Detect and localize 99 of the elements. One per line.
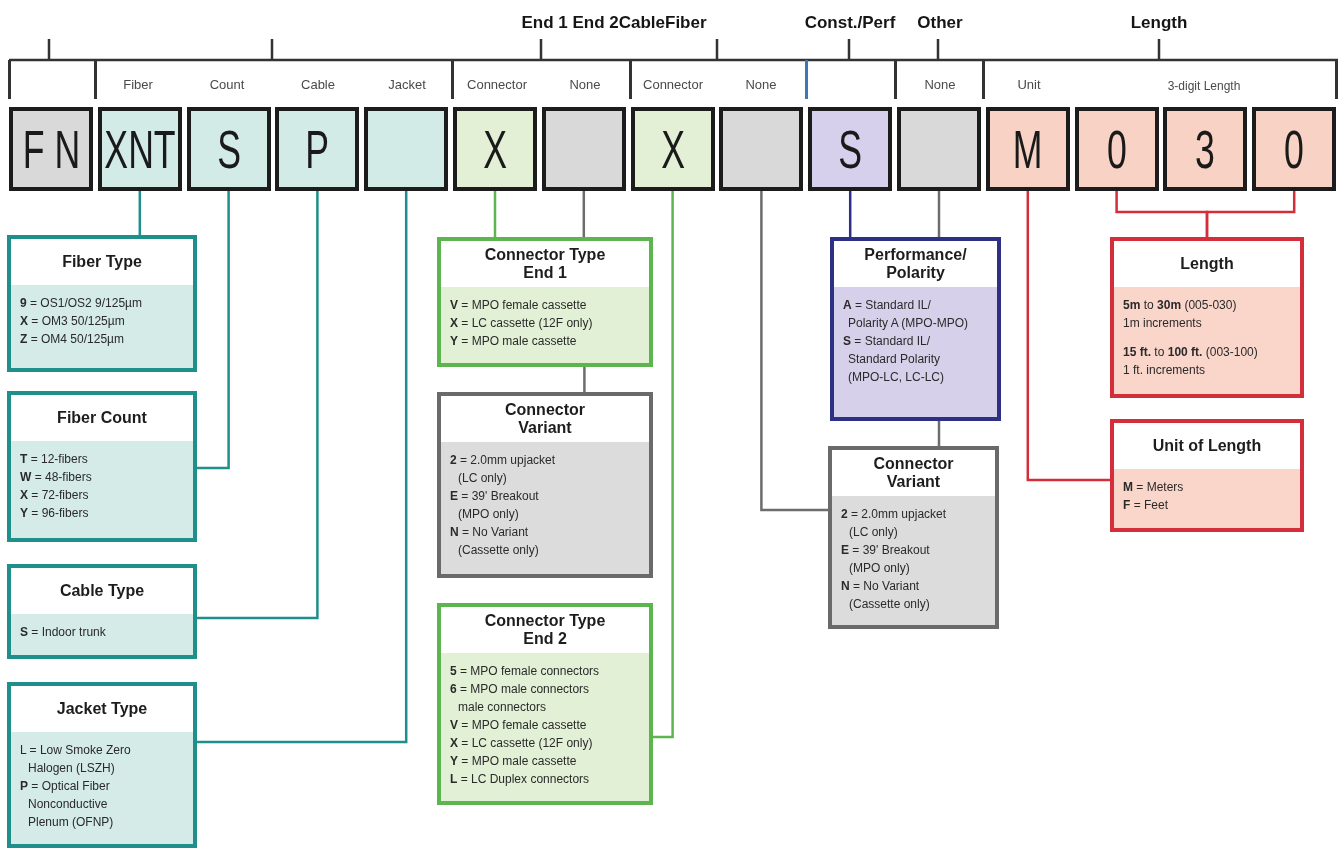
option-line: P = Optical Fiber Nonconductive Plenum (OFNP) (20, 778, 115, 831)
option-card (1110, 237, 1304, 398)
connector-line (848, 191, 852, 237)
option-line: E = 39' Breakout (MPO only) (841, 542, 931, 577)
field-label: None (924, 77, 956, 93)
option-line: A = Standard IL/ Polarity A (MPO-MPO) (843, 297, 970, 332)
field-label: Connector (467, 77, 527, 93)
option-line: Y = 96-fibers (20, 505, 89, 522)
option-line: F = Feet (1123, 497, 1169, 514)
code-segment (541, 107, 626, 191)
option-line: V = MPO female cassette (450, 717, 587, 734)
option-line: Y = MPO male cassette (450, 333, 577, 350)
option-line: X = LC cassette (12F only) (450, 315, 593, 332)
option-line: Y = MPO male cassette (450, 753, 577, 770)
option-line: N = No Variant (Cassette only) (450, 524, 540, 559)
connector-line (197, 191, 319, 620)
code-segment (897, 107, 981, 191)
option-card (7, 391, 197, 542)
field-label: Count (209, 77, 245, 93)
option-line: L = Low Smoke Zero Halogen (LSZH) (20, 742, 132, 777)
field-label: Unit (1017, 77, 1041, 93)
code-segment: 0 (1074, 107, 1159, 191)
code-segment: M (985, 107, 1070, 191)
option-line: L = LC Duplex connectors (450, 771, 590, 788)
option-card (7, 564, 197, 659)
option-card (7, 682, 197, 848)
option-card (7, 235, 197, 372)
option-line: E = 39' Breakout (MPO only) (450, 488, 540, 523)
card-title: Connector Variant (441, 396, 649, 442)
option-line: 5 = MPO female connectors (450, 663, 600, 680)
option-line: V = MPO female cassette (450, 297, 587, 314)
section-heading: Length (1130, 13, 1188, 34)
field-label: Connector (643, 77, 703, 93)
field-label: Fiber (123, 77, 153, 93)
connector-line (493, 191, 497, 237)
card-title: Performance/ Polarity (834, 241, 997, 287)
option-card (437, 603, 653, 805)
option-card (437, 392, 653, 578)
option-line: X = OM3 50/125µm (20, 313, 125, 330)
section-heading: Other (917, 13, 963, 34)
connector-line (1026, 191, 1110, 482)
connector-line (937, 191, 941, 237)
code-segment: S (186, 107, 271, 191)
code-segment: 0 (1252, 107, 1337, 191)
option-line: X = 72-fibers (20, 487, 89, 504)
code-segment: X (453, 107, 537, 191)
option-line: 2 = 2.0mm upjacket (LC only) (450, 452, 557, 487)
option-line: T = 12-fibers (20, 451, 88, 468)
section-heading: Const./Perf (804, 13, 896, 34)
card-title: Jacket Type (11, 686, 193, 732)
option-line: S = Standard IL/ Standard Polarity (MPO-LC, LC-LC) (843, 333, 945, 386)
option-card (437, 237, 653, 367)
card-title: Connector Type End 2 (441, 607, 649, 653)
code-segment: S (808, 107, 893, 191)
connector-line (582, 191, 586, 237)
code-segment: F N (9, 107, 93, 191)
field-label: Jacket (388, 77, 426, 93)
code-segment: 3 (1163, 107, 1248, 191)
option-line: 5m to 30m (005-030) (1123, 297, 1237, 314)
option-card (830, 237, 1001, 421)
field-label: None (745, 77, 777, 93)
field-label: None (569, 77, 601, 93)
connector-line (653, 191, 674, 739)
option-card (1110, 419, 1304, 532)
code-segment: XNT (97, 107, 182, 191)
connector-line (197, 191, 230, 470)
option-line: 1m increments (1123, 315, 1202, 332)
code-segment: P (275, 107, 360, 191)
card-title: Fiber Type (11, 239, 193, 285)
field-label: 3-digit Length (1167, 79, 1241, 94)
option-line: W = 48-fibers (20, 469, 92, 486)
connector-line (138, 191, 142, 235)
option-line: X = LC cassette (12F only) (450, 735, 593, 752)
field-label: Cable (301, 77, 335, 93)
connector-line (583, 367, 586, 392)
card-title: Unit of Length (1114, 423, 1300, 469)
option-line: Z = OM4 50/125µm (20, 331, 124, 348)
card-title: Cable Type (11, 568, 193, 614)
card-title: Length (1114, 241, 1300, 287)
option-line: M = Meters (1123, 479, 1184, 496)
code-segment: X (630, 107, 715, 191)
option-line: S = Indoor trunk (20, 624, 106, 641)
card-title: Connector Type End 1 (441, 241, 649, 287)
connector-line (937, 421, 941, 446)
option-line: 2 = 2.0mm upjacket (LC only) (841, 506, 948, 541)
connector-line (760, 191, 828, 512)
section-heading: End 1 End 2CableFiber (521, 13, 707, 34)
option-line: 6 = MPO male connectors male connectors (450, 681, 591, 716)
connector-line (1205, 191, 1296, 237)
option-line: N = No Variant (Cassette only) (841, 578, 931, 613)
connector-line (197, 191, 408, 744)
option-card (828, 446, 999, 629)
card-title: Fiber Count (11, 395, 193, 441)
code-segment (719, 107, 804, 191)
card-title: Connector Variant (832, 450, 995, 496)
code-segment (364, 107, 449, 191)
option-line: 1 ft. increments (1123, 362, 1206, 379)
option-line: 15 ft. to 100 ft. (003-100) (1123, 344, 1258, 361)
option-line: 9 = OS1/OS2 9/125µm (20, 295, 142, 312)
